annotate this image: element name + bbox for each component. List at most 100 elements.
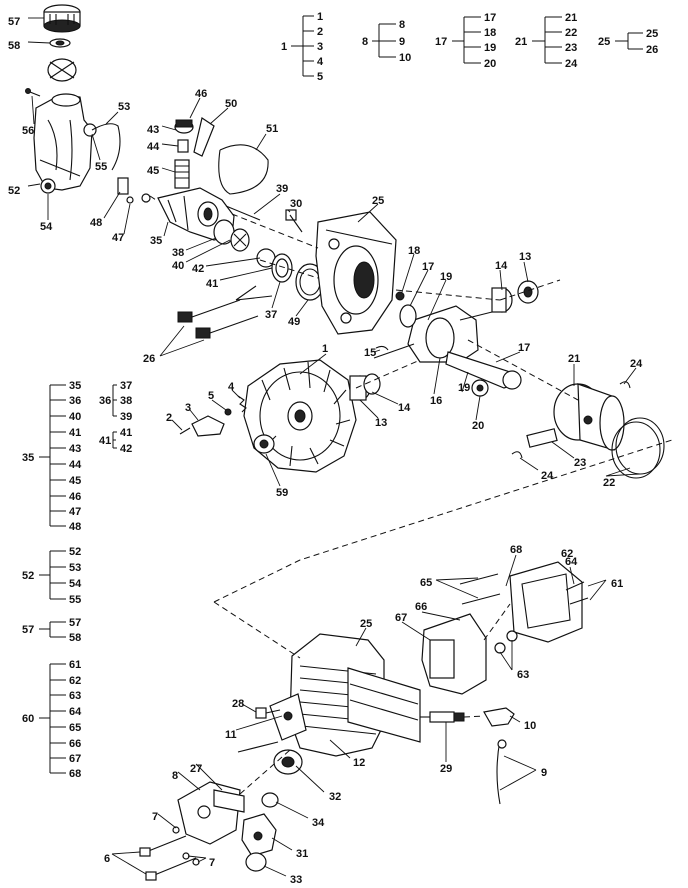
fuel-tank-screw [25,88,41,97]
carb-spring [177,139,189,153]
callout-c7b: 7 [209,857,215,869]
sublegend-S41-item-1: 42 [120,443,132,455]
fuel-cap [43,4,81,33]
callout-c68a: 68 [510,544,522,556]
callout-c40: 40 [172,260,184,272]
gasket-34 [261,792,279,808]
adapter-washers [172,826,200,866]
callout-c49: 49 [288,316,300,328]
intake-gasket [271,253,293,283]
callout-c58: 58 [8,40,20,52]
throttle-cable-loop [218,144,269,195]
callout-c1a: 1 [322,343,328,355]
legend-L25-item-1: 26 [646,44,658,56]
sublegend-S41-item-0: 41 [120,427,132,439]
legend-L21-item-0: 21 [565,12,577,24]
legend-L17-item-3: 20 [484,58,496,70]
adapter-bolts [139,835,197,881]
callout-c41: 41 [206,278,218,290]
legend-L52-item-1: 53 [69,562,81,574]
legend-L35-item-3: 41 [69,427,81,439]
pin-clip-top [619,381,631,389]
callout-c12: 12 [353,757,365,769]
legend-L60-head: 60 [22,713,34,725]
callout-c50: 50 [225,98,237,110]
callout-c7a: 7 [152,811,158,823]
callout-c31: 31 [296,848,308,860]
plug-wire [496,739,507,805]
sublegend-S36-item-2: 39 [120,411,132,423]
callout-c17a: 17 [422,261,434,273]
callout-c27: 27 [190,763,202,775]
callout-c19b: 19 [458,382,470,394]
callout-c56: 56 [22,125,34,137]
callout-c45: 45 [147,165,159,177]
leader-lines [27,17,641,877]
legend-L25-head: 25 [598,36,610,48]
callout-c13b: 13 [375,417,387,429]
callout-c66a: 66 [415,601,427,613]
callout-c10: 10 [524,720,536,732]
spring-4 [237,395,247,413]
legend-L8-item-0: 8 [399,19,405,31]
callout-c28: 28 [232,698,244,710]
callout-c43: 43 [147,124,159,136]
callout-c8: 8 [172,770,178,782]
bolt-routing-line [235,285,273,301]
muffler-screws [459,573,589,605]
callout-c46: 46 [195,88,207,100]
choke-rod [193,117,215,157]
pin-clip-bottom [511,451,523,459]
callout-c32: 32 [329,791,341,803]
fuel-filter-disc [47,58,77,82]
cylinder [289,633,421,757]
small-screw-5 [224,408,232,416]
legend-L52-head: 52 [22,570,34,582]
callout-c38: 38 [172,247,184,259]
flywheel [243,359,357,473]
legend-L60-item-5: 66 [69,738,81,750]
legend-L57-item-0: 57 [69,617,81,629]
callout-c14a: 14 [495,260,508,272]
legend-L1-item-3: 4 [317,56,324,68]
callout-c33: 33 [290,874,302,886]
callout-c19a: 19 [440,271,452,283]
callout-c54: 54 [40,221,53,233]
callout-c24a: 24 [630,358,643,370]
muffler-nuts [494,630,518,654]
fuel-line [91,123,121,171]
legend-L17-item-2: 19 [484,42,496,54]
callout-c35: 35 [150,235,162,247]
cap-retainer [49,38,71,48]
legend-L35-item-9: 48 [69,521,81,533]
callout-c13a: 13 [519,251,531,263]
callout-c11: 11 [225,729,237,741]
callout-c14b: 14 [398,402,411,414]
plug-boot [483,707,515,727]
callout-c64a: 64 [565,556,578,568]
assembly-legend: 1123458891017171819202121222324252526353… [22,11,658,780]
legend-L25-item-0: 25 [646,28,658,40]
callout-c62a: 62 [561,548,573,560]
legend-L52-item-0: 52 [69,546,81,558]
legend-L57-head: 57 [22,624,34,636]
carb-filter-screen [230,228,250,252]
legend-L35-item-2: 40 [69,411,81,423]
legend-L52-item-2: 54 [69,578,82,590]
legend-L35-item-1: 36 [69,395,81,407]
throttle-valve [174,159,190,189]
piston [553,383,625,451]
legend-L60-item-1: 62 [69,675,81,687]
callout-c30: 30 [290,198,302,210]
callout-c16: 16 [430,395,442,407]
crank-washer [471,379,489,397]
muffler-body [421,613,487,695]
crankcase-screw [285,209,303,233]
callout-c51: 51 [266,123,278,135]
legend-L1-item-0: 1 [317,11,323,23]
callout-c39: 39 [276,183,288,195]
cylinder-bolt-28 [255,707,281,719]
callout-c17b: 17 [518,342,530,354]
